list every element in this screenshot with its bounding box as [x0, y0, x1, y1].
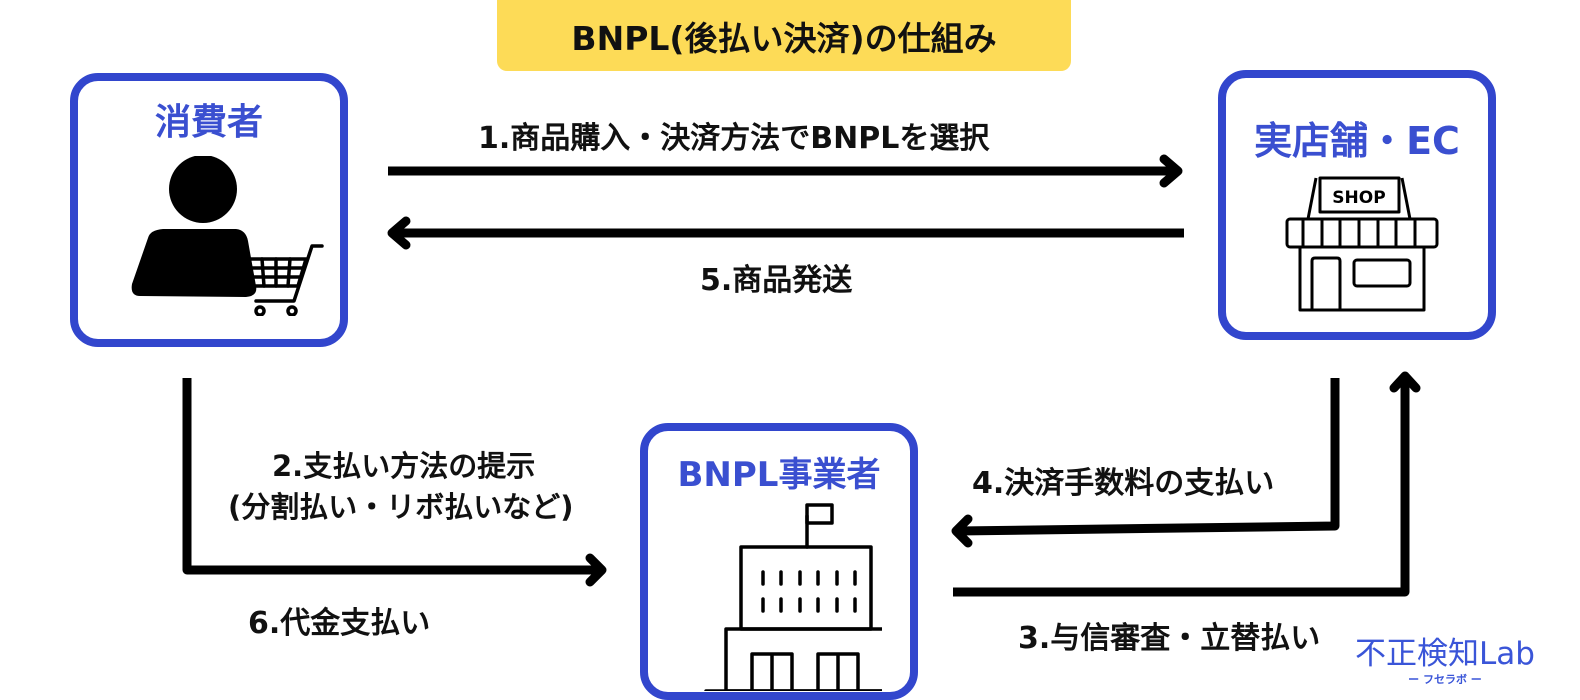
shop-label: 実店舗・EC	[1254, 119, 1460, 163]
step5-label: 5.商品発送	[700, 263, 853, 298]
brand-logo: 不正検知Lab ー フセラボ ー	[1355, 628, 1535, 687]
step1-label: 1.商品購入・決済方法でBNPLを選択	[478, 121, 990, 156]
title-banner: BNPL(後払い決済)の仕組み	[497, 0, 1071, 71]
office-building-icon	[704, 503, 882, 691]
consumer-node: 消費者	[70, 73, 348, 347]
brand-logo-subtext: ー フセラボ ー	[1408, 673, 1482, 686]
step2-label-line1: 2.支払い方法の提示	[272, 449, 536, 483]
consumer-label: 消費者	[154, 102, 263, 143]
page-title: BNPL(後払い決済)の仕組み	[571, 18, 997, 58]
bnpl-provider-label: BNPL事業者	[677, 455, 881, 495]
arrow-step1	[388, 154, 1183, 188]
arrow-step4	[951, 378, 1340, 548]
step6-label: 6.代金支払い	[248, 606, 431, 641]
shop-node: 実店舗・EC SHOP	[1218, 70, 1496, 340]
step3-label: 3.与信審査・立替払い	[1018, 621, 1321, 656]
person-with-cart-icon	[131, 156, 324, 316]
brand-logo-text: 不正検知Lab	[1355, 636, 1535, 672]
arrow-step2-6	[182, 378, 607, 587]
step4-label: 4.決済手数料の支払い	[972, 466, 1275, 501]
shop-icon: SHOP	[1285, 176, 1439, 312]
arrow-step3	[953, 371, 1421, 597]
step2-label-line2: (分割払い・リボ払いなど)	[228, 490, 574, 524]
bnpl-provider-node: BNPL事業者	[640, 423, 918, 700]
arrow-step5	[387, 216, 1184, 250]
shop-sign: SHOP	[1332, 188, 1385, 208]
